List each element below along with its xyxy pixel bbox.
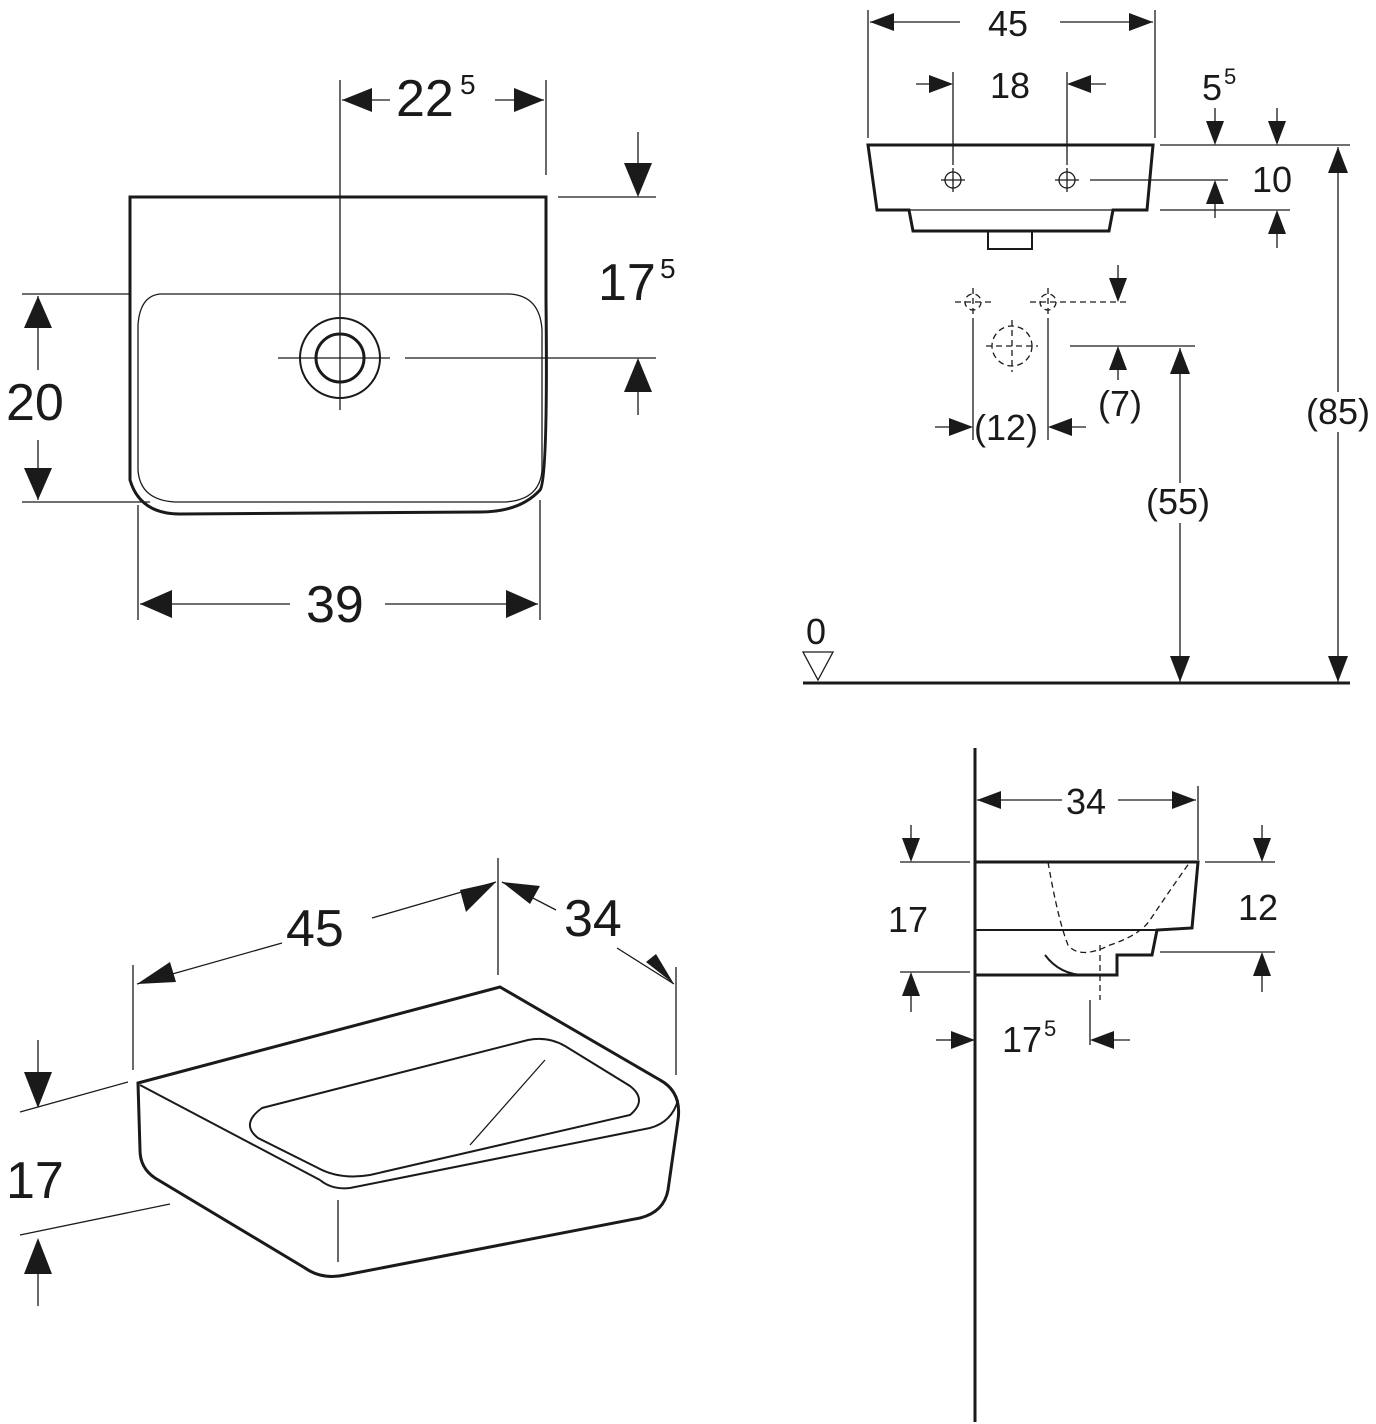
arrow-head [1253,838,1271,862]
dim-tap-from-back-sup: 5 [660,253,676,284]
dim-side-inner-height: 12 [1238,887,1278,928]
arrow-head [506,590,538,618]
arrow-head [951,1031,975,1049]
arrow-head [1253,952,1271,976]
arrow-head [624,358,652,392]
perspective-view: 45 34 17 [6,858,681,1306]
arrow-head [24,468,52,500]
arrow-head [342,88,372,112]
tap-hole-marker-right [1055,168,1079,192]
arrow-head [24,1072,52,1108]
dim-persp-depth: 34 [564,890,622,948]
arrow-head [1090,1031,1114,1049]
dim-side-drain-offset-sup: 5 [1044,1016,1056,1041]
dim-tap-holes-spacing: 18 [990,65,1030,106]
perspective-bowl [249,1037,640,1178]
arrow-head [977,791,1001,809]
arrow-head [502,882,540,904]
wall-hole-marker-right [1030,288,1130,320]
arrow-head [1109,278,1127,302]
front-view: 45 18 5 5 10 [801,3,1370,685]
dim-side-height: 17 [888,899,928,940]
dim-rim-offset-sup: 5 [1224,64,1236,89]
arrow-head [24,296,52,328]
dim-persp-height: 17 [6,1152,64,1210]
dim-bowl-width: 39 [306,576,364,634]
floor-level-label: 0 [806,611,826,652]
dim-tap-offset: 22 [396,70,454,128]
side-view-bowl-hidden [1047,861,1191,954]
arrow-head [1170,656,1190,682]
arrow-head [1129,13,1153,31]
side-view-drain-curve [1044,954,1086,976]
arrow-head [624,163,652,197]
dim-tap-offset-sup: 5 [460,69,476,100]
arrow-head [1206,121,1224,145]
arrow-head [137,962,176,984]
dim-overall-width: 45 [988,3,1028,44]
arrow-head [1109,346,1127,370]
perspective-rim-edge [319,1099,679,1190]
tap-hole-marker-left [941,168,965,192]
top-view-bowl [137,293,543,503]
arrow-head [1048,418,1072,436]
arrow-head [1328,656,1348,682]
arrow-head [1206,180,1224,204]
arrow-head [1268,210,1286,234]
dim-drain-height: (55) [1146,481,1210,522]
front-view-drain [987,230,1033,250]
arrow-head [870,13,894,31]
dim-rim-height-floor: (85) [1306,391,1370,432]
drain-connection-marker [986,320,1038,372]
ext-line [19,1203,171,1236]
arrow-head [1170,348,1190,374]
arrow-head [24,1238,52,1274]
top-view: 22 5 17 5 20 39 [6,69,676,634]
arrow-head [1172,791,1196,809]
floor-level-symbol [801,651,835,682]
dim-side-drain-offset: 17 [1002,1019,1042,1060]
arrow-head [646,954,674,984]
wall-hole-marker-left [955,288,991,320]
arrow-head [514,88,544,112]
dim-rim-offset: 5 [1202,67,1222,108]
dim-wall-hole-offset: (7) [1098,383,1142,424]
arrow-head [1268,121,1286,145]
perspective-bowl-shading [469,1059,546,1146]
dim-wall-hole-spacing: (12) [974,407,1038,448]
arrow-head [1328,147,1348,173]
dim-side-depth: 34 [1066,781,1106,822]
dim-persp-width: 45 [286,900,344,958]
dim-rim-height: 10 [1252,159,1292,200]
arrow-head [460,882,496,912]
dim-line [616,947,675,985]
arrow-head [949,418,973,436]
arrow-head [140,590,172,618]
perspective-edge [139,1084,321,1181]
perspective-basin-outline [136,985,681,1278]
arrow-head [902,838,920,862]
dim-tap-from-back: 17 [598,254,656,312]
arrow-head [1067,75,1091,93]
side-view-basin [975,860,1200,977]
arrow-head [929,75,953,93]
top-view-basin-outline [128,195,548,516]
dim-bowl-depth: 20 [6,374,64,432]
arrow-head [902,972,920,996]
side-view: 34 17 12 17 5 [888,748,1278,1422]
front-view-basin [866,143,1155,233]
